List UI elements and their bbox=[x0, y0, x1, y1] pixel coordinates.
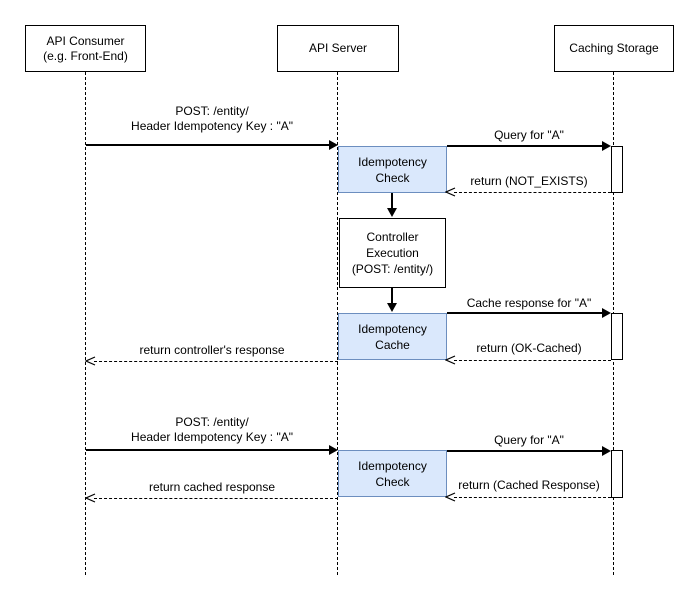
message-label-return-cached-response: return cached response bbox=[86, 480, 338, 495]
node-idempotency-check-2-line1: Idempotency bbox=[358, 458, 427, 473]
actor-api-consumer: API Consumer (e.g. Front-End) bbox=[25, 25, 146, 72]
actor-api-consumer-sublabel: (e.g. Front-End) bbox=[43, 48, 128, 63]
node-idempotency-check-1-line1: Idempotency bbox=[358, 154, 427, 169]
flow-arrowhead-controller-to-cache bbox=[387, 303, 397, 312]
open-arrowhead-return-controllers-response bbox=[85, 356, 96, 366]
node-controller-execution: Controller Execution (POST: /entity/) bbox=[339, 218, 446, 288]
message-label-post-1-line1: POST: /entity/ bbox=[175, 104, 249, 118]
message-label-cache-response-text: Cache response for "A" bbox=[466, 296, 592, 310]
message-label-return-cached-response-storage: return (Cached Response) bbox=[444, 478, 614, 493]
node-idempotency-check-1-line2: Check bbox=[375, 170, 410, 185]
node-idempotency-cache: Idempotency Cache bbox=[338, 313, 447, 360]
actor-api-consumer-label: API Consumer bbox=[46, 33, 125, 48]
message-label-return-controllers-response-text: return controller's response bbox=[139, 343, 285, 357]
actor-caching-storage-label: Caching Storage bbox=[569, 41, 659, 55]
lifeline-api-server bbox=[337, 72, 338, 575]
actor-caching-storage: Caching Storage bbox=[554, 25, 674, 72]
message-label-post-2-line1: POST: /entity/ bbox=[175, 415, 249, 429]
actor-api-server-label: API Server bbox=[308, 41, 368, 55]
open-arrowhead-return-cached-response-storage bbox=[445, 492, 456, 502]
arrowhead-query-2 bbox=[602, 446, 611, 456]
node-idempotency-cache-line1: Idempotency bbox=[358, 321, 427, 336]
arrow-post-1 bbox=[86, 144, 329, 146]
open-arrowhead-return-cached-response bbox=[85, 493, 96, 503]
activation-bar-2 bbox=[611, 313, 623, 360]
arrow-query-2 bbox=[447, 450, 603, 452]
message-label-return-ok-cached: return (OK-Cached) bbox=[446, 341, 612, 356]
node-idempotency-check-1: Idempotency Check bbox=[338, 146, 447, 193]
flow-arrow-check-to-controller bbox=[391, 193, 393, 209]
node-idempotency-check-2: Idempotency Check bbox=[338, 450, 447, 497]
node-controller-execution-line1: Controller bbox=[366, 230, 419, 244]
node-idempotency-cache-line2: Cache bbox=[375, 337, 410, 352]
node-idempotency-check-2-line2: Check bbox=[375, 474, 410, 489]
message-label-cache-response: Cache response for "A" bbox=[443, 296, 615, 311]
node-controller-execution-line2: Execution bbox=[366, 246, 419, 260]
flow-arrowhead-check-to-controller bbox=[387, 208, 397, 217]
message-label-post-2: POST: /entity/ Header Idempotency Key : … bbox=[86, 415, 338, 445]
message-label-return-not-exists-text: return (NOT_EXISTS) bbox=[470, 174, 588, 188]
arrowhead-post-2 bbox=[329, 445, 338, 455]
arrow-return-cached-response bbox=[94, 498, 338, 499]
message-label-return-not-exists: return (NOT_EXISTS) bbox=[446, 174, 612, 189]
message-label-query-2: Query for "A" bbox=[446, 433, 612, 448]
arrow-post-2 bbox=[86, 449, 329, 451]
arrowhead-post-1 bbox=[329, 140, 338, 150]
activation-bar-1 bbox=[611, 146, 623, 193]
arrow-return-not-exists bbox=[454, 192, 611, 193]
message-label-return-ok-cached-text: return (OK-Cached) bbox=[476, 341, 582, 355]
open-arrowhead-return-ok-cached bbox=[445, 355, 456, 365]
flow-arrow-controller-to-cache bbox=[391, 288, 393, 304]
message-label-query-2-text: Query for "A" bbox=[494, 433, 564, 447]
arrow-return-cached-response-storage bbox=[454, 497, 611, 498]
lifeline-api-consumer bbox=[85, 72, 86, 575]
message-label-return-cached-response-text: return cached response bbox=[148, 480, 276, 494]
message-label-return-cached-response-storage-text: return (Cached Response) bbox=[458, 478, 600, 492]
message-label-post-1-line2: Header Idempotency Key : "A" bbox=[131, 119, 293, 133]
message-label-query-1: Query for "A" bbox=[446, 128, 612, 143]
activation-bar-3 bbox=[611, 450, 623, 498]
arrowhead-query-1 bbox=[602, 141, 611, 151]
node-controller-execution-line3: (POST: /entity/) bbox=[351, 262, 434, 276]
message-label-return-controllers-response: return controller's response bbox=[86, 343, 338, 358]
arrow-return-controllers-response bbox=[94, 361, 338, 362]
actor-api-server: API Server bbox=[277, 25, 399, 72]
arrow-cache-response bbox=[447, 312, 603, 314]
message-label-query-1-text: Query for "A" bbox=[494, 128, 564, 142]
arrowhead-cache-response bbox=[602, 308, 611, 318]
message-label-post-2-line2: Header Idempotency Key : "A" bbox=[131, 430, 293, 444]
open-arrowhead-return-not-exists bbox=[445, 187, 456, 197]
message-label-post-1: POST: /entity/ Header Idempotency Key : … bbox=[86, 104, 338, 134]
arrow-query-1 bbox=[447, 145, 603, 147]
arrow-return-ok-cached bbox=[454, 360, 611, 361]
